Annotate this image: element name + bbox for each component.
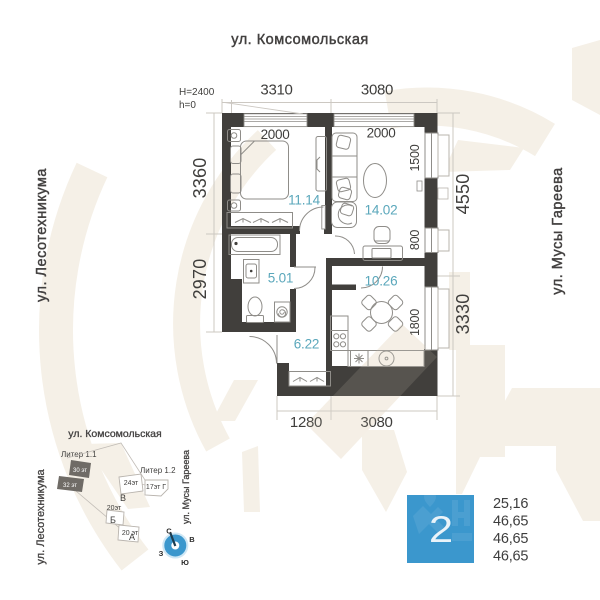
svg-text:32 эт: 32 эт bbox=[63, 483, 77, 489]
svg-text:11.14: 11.14 bbox=[288, 193, 320, 208]
svg-text:ул. Лесотехникума: ул. Лесотехникума bbox=[35, 469, 47, 565]
svg-text:6.22: 6.22 bbox=[294, 337, 319, 352]
svg-text:2000: 2000 bbox=[367, 126, 396, 141]
svg-text:2970: 2970 bbox=[190, 259, 210, 300]
svg-text:3330: 3330 bbox=[453, 294, 473, 335]
svg-text:24эт: 24эт bbox=[124, 480, 139, 487]
svg-text:800: 800 bbox=[408, 230, 422, 251]
svg-text:ул. Мусы Гареева: ул. Мусы Гареева bbox=[181, 450, 191, 524]
svg-text:1280: 1280 bbox=[290, 414, 322, 431]
svg-text:h=0: h=0 bbox=[179, 100, 196, 111]
svg-text:2000: 2000 bbox=[261, 127, 290, 142]
svg-text:Ю: Ю bbox=[181, 558, 189, 567]
svg-text:Б: Б bbox=[110, 515, 116, 525]
svg-text:H=2400: H=2400 bbox=[179, 87, 215, 98]
svg-text:С: С bbox=[166, 527, 172, 536]
svg-text:В: В bbox=[120, 493, 126, 503]
svg-text:З: З bbox=[159, 549, 164, 558]
svg-text:2: 2 bbox=[429, 508, 453, 550]
svg-text:1500: 1500 bbox=[408, 144, 422, 171]
svg-text:17эт Г: 17эт Г bbox=[146, 484, 166, 491]
svg-text:3080: 3080 bbox=[361, 82, 393, 99]
svg-text:20 эт: 20 эт bbox=[122, 530, 139, 537]
svg-text:1800: 1800 bbox=[408, 309, 422, 336]
svg-text:ул. Мусы Гареева: ул. Мусы Гареева bbox=[550, 167, 566, 295]
svg-text:3080: 3080 bbox=[360, 414, 392, 431]
svg-text:3360: 3360 bbox=[190, 158, 210, 199]
svg-text:10.26: 10.26 bbox=[365, 274, 398, 289]
svg-text:46,65: 46,65 bbox=[493, 549, 528, 565]
svg-text:30 эт: 30 эт bbox=[73, 468, 87, 474]
svg-text:3310: 3310 bbox=[260, 82, 292, 99]
svg-text:Литер 1.2: Литер 1.2 bbox=[140, 466, 176, 475]
svg-text:20эт: 20эт bbox=[107, 505, 122, 512]
svg-text:25,16: 25,16 bbox=[493, 496, 528, 512]
svg-text:46,65: 46,65 bbox=[493, 531, 528, 547]
svg-text:А: А bbox=[129, 532, 135, 542]
svg-text:4550: 4550 bbox=[453, 174, 473, 215]
svg-text:46,65: 46,65 bbox=[493, 514, 528, 530]
svg-text:ул. Комсомольская: ул. Комсомольская bbox=[231, 32, 368, 48]
svg-text:5.01: 5.01 bbox=[268, 271, 293, 286]
svg-text:14.02: 14.02 bbox=[365, 203, 398, 218]
svg-text:ул. Лесотехникума: ул. Лесотехникума bbox=[34, 168, 50, 302]
svg-text:ул. Комсомольская: ул. Комсомольская bbox=[68, 428, 161, 440]
svg-text:В: В bbox=[189, 535, 195, 544]
